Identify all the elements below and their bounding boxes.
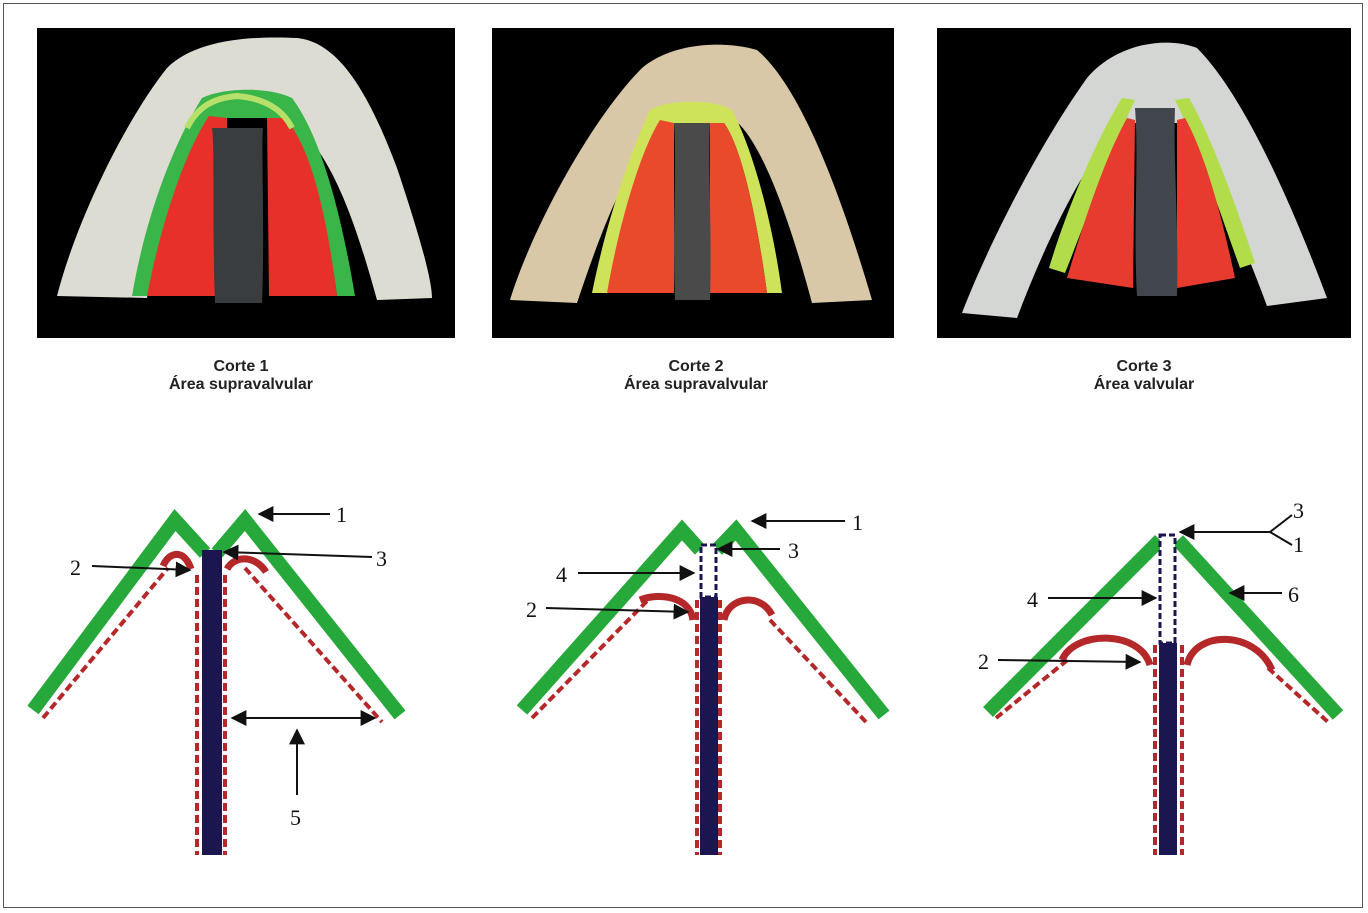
caption-title: Corte 1 [91, 358, 391, 376]
label-d3-6: 6 [1288, 582, 1299, 607]
label-d2-4: 4 [556, 562, 567, 587]
caption-corte-2: Corte 2 Área supravalvular [546, 358, 846, 394]
photo-corte-2 [492, 28, 894, 338]
schematic-3: 3 1 4 6 2 [978, 498, 1338, 855]
photo-corte-1 [37, 28, 455, 338]
caption-area: Área supravalvular [91, 376, 391, 394]
caption-corte-1: Corte 1 Área supravalvular [91, 358, 391, 394]
caption-corte-3: Corte 3 Área valvular [994, 358, 1294, 394]
label-d3-2: 2 [978, 649, 989, 674]
label-d2-3: 3 [788, 538, 799, 563]
caption-title: Corte 2 [546, 358, 846, 376]
caption-title: Corte 3 [994, 358, 1294, 376]
label-d1-2: 2 [70, 555, 81, 580]
specimen-photo-1 [37, 28, 455, 338]
schematic-2: 1 3 4 2 [522, 510, 884, 855]
schematic-1: 1 2 3 5 [33, 502, 400, 855]
specimen-photo-3 [937, 28, 1351, 338]
label-d1-3: 3 [376, 546, 387, 571]
schematic-diagrams: 1 2 3 5 1 3 4 2 [0, 440, 1368, 910]
label-d2-1: 1 [852, 510, 863, 535]
caption-area: Área supravalvular [546, 376, 846, 394]
photo-corte-3 [937, 28, 1351, 338]
label-d1-5: 5 [290, 805, 301, 830]
label-d3-3: 3 [1293, 498, 1304, 523]
label-d3-4: 4 [1027, 587, 1038, 612]
specimen-photo-2 [492, 28, 894, 338]
label-d1-1: 1 [336, 502, 347, 527]
caption-area: Área valvular [994, 376, 1294, 394]
label-d3-1: 1 [1293, 532, 1304, 557]
label-d2-2: 2 [526, 597, 537, 622]
